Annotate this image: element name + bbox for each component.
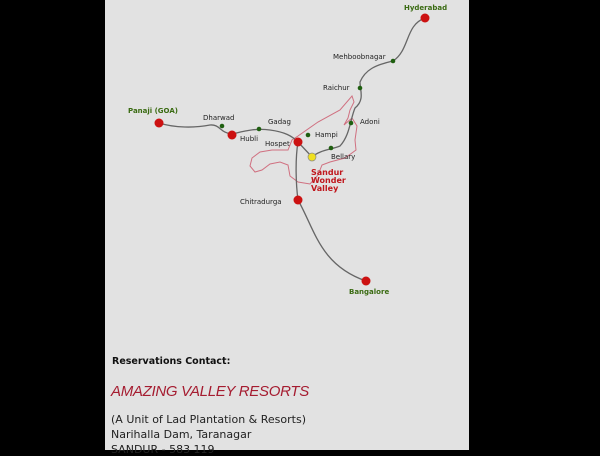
label-destination-line2: Wonder xyxy=(311,176,346,185)
reservations-heading: Reservations Contact: xyxy=(112,356,231,367)
label-bangalore: Bangalore xyxy=(349,288,389,296)
label-bellary: Bellary xyxy=(331,153,355,161)
label-mehboobnagar: Mehboobnagar xyxy=(333,53,386,61)
city-marker-hospet xyxy=(293,137,303,147)
destination-marker-sandur xyxy=(307,152,317,162)
city-marker-raichur xyxy=(357,85,363,91)
label-hampi: Hampi xyxy=(315,131,338,139)
road-hospet-bangalore xyxy=(295,141,367,282)
label-chitradurga: Chitradurga xyxy=(240,198,282,206)
major-city-markers xyxy=(154,13,430,286)
label-dharwad: Dharwad xyxy=(203,114,234,122)
city-marker-bellary xyxy=(328,145,334,151)
company-name: AMAZING VALLEY RESORTS xyxy=(111,383,309,400)
label-adoni: Adoni xyxy=(360,118,380,126)
city-marker-chitradurga xyxy=(293,195,303,205)
city-marker-adoni xyxy=(348,120,354,126)
label-destination-line1: Sandur xyxy=(311,168,343,177)
address-line-2: Narihalla Dam, Taranagar xyxy=(111,428,252,441)
address-line-1: (A Unit of Lad Plantation & Resorts) xyxy=(111,413,306,426)
city-marker-mehboobnagar xyxy=(390,58,396,64)
label-destination-line3: Valley xyxy=(311,184,339,193)
label-gadag: Gadag xyxy=(268,118,291,126)
city-marker-gadag xyxy=(256,126,262,132)
district-border xyxy=(249,95,358,185)
city-marker-bangalore xyxy=(361,276,371,286)
minor-city-markers xyxy=(219,58,396,151)
label-hospet: Hospet xyxy=(265,140,290,148)
label-raichur: Raichur xyxy=(323,84,350,92)
city-marker-panaji xyxy=(154,118,164,128)
city-marker-dharwad xyxy=(219,123,225,129)
route-map: Hyderabad Mehboobnagar Raichur Adoni Pan… xyxy=(128,4,447,296)
city-marker-hyderabad xyxy=(420,13,430,23)
city-marker-hubli xyxy=(227,130,237,140)
label-panaji: Panaji (GOA) xyxy=(128,107,178,115)
city-marker-hampi xyxy=(305,132,311,138)
road-sandur-hyderabad xyxy=(297,17,426,158)
label-hubli: Hubli xyxy=(240,135,258,143)
label-hyderabad: Hyderabad xyxy=(404,4,447,12)
content-panel: Hyderabad Mehboobnagar Raichur Adoni Pan… xyxy=(105,0,469,450)
